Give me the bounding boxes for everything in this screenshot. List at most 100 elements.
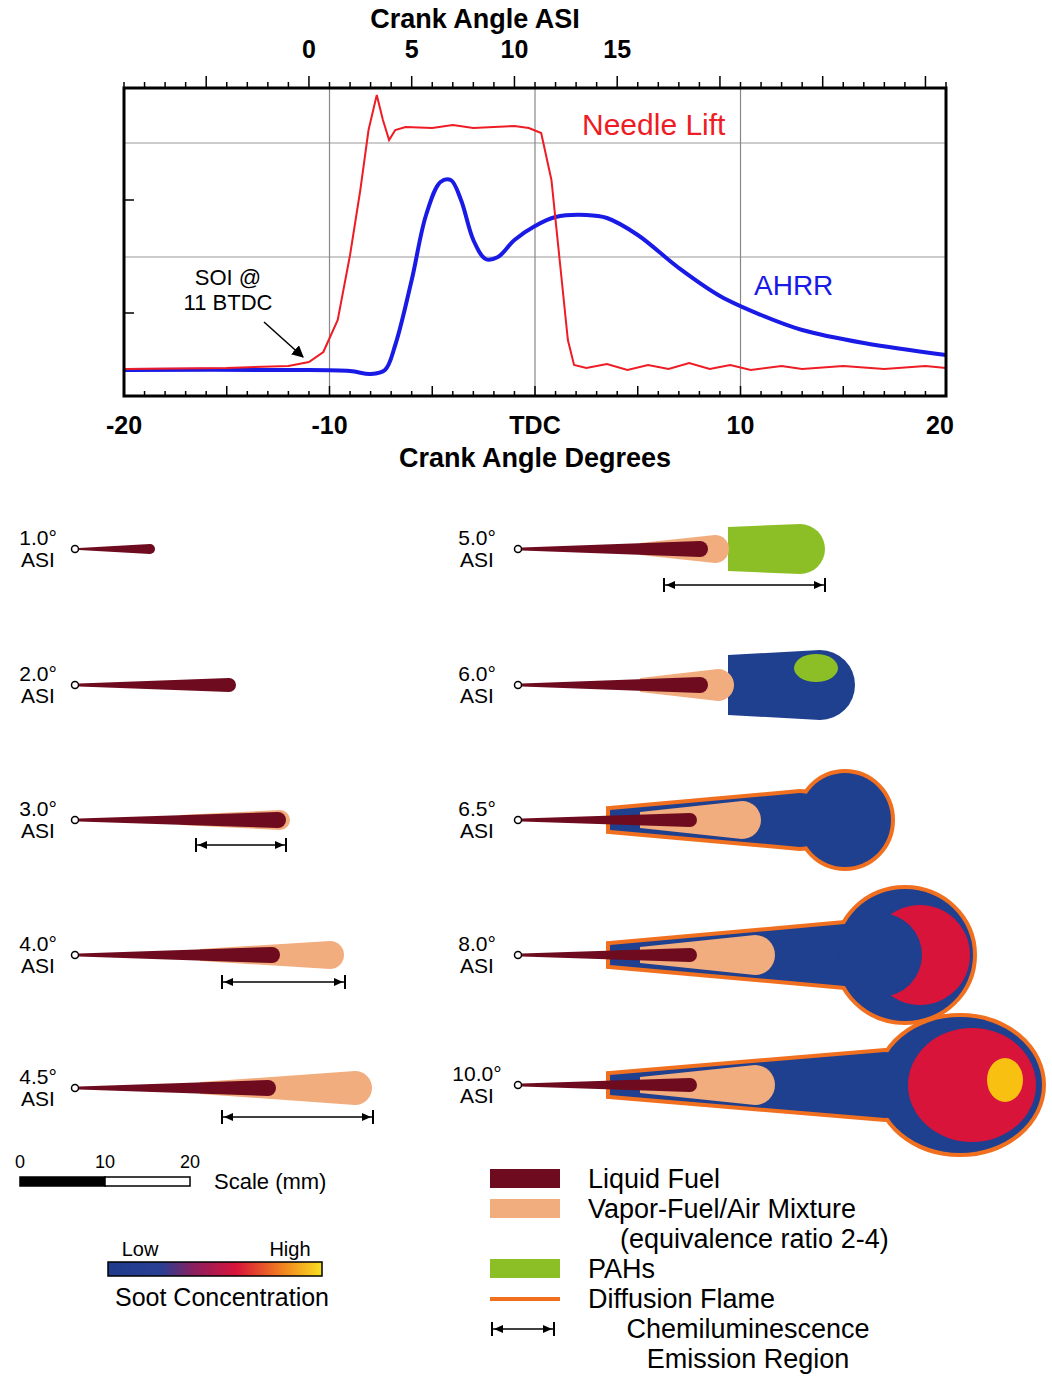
legend-text: Vapor-Fuel/Air Mixture (equivalence rati…: [588, 1194, 968, 1254]
spray-time-label: 8.0° ASI: [447, 933, 507, 977]
scale-label: 10: [95, 1153, 115, 1173]
scale-label: 0: [15, 1153, 25, 1173]
leader-line: [264, 322, 303, 357]
pah-region: [794, 654, 838, 682]
spray-time-label: 3.0° ASI: [8, 798, 68, 842]
liquid-fuel: [522, 813, 697, 827]
axis-tick: [308, 76, 310, 88]
soot-region: [728, 650, 855, 720]
soot-region: [878, 1017, 1042, 1153]
chart-frame: [124, 88, 946, 396]
colorbar-label: Low: [122, 1238, 159, 1260]
tick-label: -20: [106, 412, 142, 440]
soot-region: [837, 889, 973, 1021]
scale-label: 20: [180, 1153, 200, 1173]
injector-nozzle: [72, 817, 79, 824]
axis-title: Crank Angle Degrees: [399, 444, 671, 474]
soot-colorbar: [108, 1262, 322, 1276]
chart: [124, 76, 946, 396]
soot-high: [908, 1028, 1036, 1142]
legend-row: Liquid Fuel: [490, 1164, 720, 1194]
injector-nozzle: [515, 817, 522, 824]
colorbar-title: Soot Concentration: [115, 1284, 329, 1312]
legend-text: PAHs: [588, 1254, 655, 1284]
chemiluminescence-bracket: [196, 838, 286, 852]
colorbar-label: High: [269, 1238, 310, 1260]
spray-time-label: 2.0° ASI: [8, 663, 68, 707]
injector-nozzle: [515, 952, 522, 959]
spray-time-label: 4.0° ASI: [8, 933, 68, 977]
ahrr-curve: [124, 179, 946, 374]
curve-label: AHRR: [752, 271, 835, 302]
legend-text: Chemiluminescence Emission Region: [588, 1314, 908, 1374]
axis-tick: [616, 76, 618, 88]
callout-label: SOI @ 11 BTDC: [179, 265, 277, 316]
tick-label: 10: [501, 36, 529, 64]
tick-label: TDC: [509, 412, 560, 440]
diffusion-flame: [878, 1017, 1042, 1153]
tick-label: 20: [926, 412, 954, 440]
legend-text: Diffusion Flame: [588, 1284, 775, 1314]
liquid-fuel: [522, 948, 697, 962]
diffusion-flame: [799, 773, 891, 867]
chemiluminescence-bracket: [222, 975, 345, 989]
chemiluminescence-bracket: [664, 578, 825, 592]
grid-line: [534, 88, 535, 396]
liquid-fuel: [79, 1080, 276, 1096]
axis-tick: [514, 76, 516, 88]
scale-label: Scale (mm): [214, 1170, 326, 1194]
legend-swatch: [490, 1259, 560, 1278]
scale-bar: [20, 1177, 105, 1186]
liquid-fuel: [79, 947, 280, 963]
liquid-fuel: [79, 678, 236, 692]
spray-time-label: 6.0° ASI: [447, 663, 507, 707]
grid-line: [329, 88, 330, 396]
spray-time-label: 1.0° ASI: [8, 527, 68, 571]
needle-lift-curve: [124, 95, 946, 370]
axis-tick: [719, 76, 721, 88]
tick-label: 5: [405, 36, 419, 64]
injector-nozzle: [72, 546, 79, 553]
legend-sample: [490, 1289, 560, 1309]
liquid-fuel: [522, 1078, 697, 1092]
liquid-fuel: [79, 812, 286, 828]
chemiluminescence-bracket: [222, 1110, 373, 1124]
liquid-fuel: [522, 677, 708, 693]
liquid-fuel: [79, 544, 155, 554]
axis-tick: [411, 76, 413, 88]
legend-row: Chemiluminescence Emission Region: [490, 1314, 908, 1374]
legend-swatch: [490, 1199, 560, 1218]
tick-label: 0: [302, 36, 316, 64]
axis-tick: [822, 76, 824, 88]
axis-title: Crank Angle ASI: [370, 5, 580, 35]
scale-bar: [105, 1177, 190, 1186]
legend-row: PAHs: [490, 1254, 655, 1284]
grid-line: [740, 88, 741, 396]
bracket-sample: [490, 1319, 560, 1339]
legend-row: Diffusion Flame: [490, 1284, 775, 1314]
injector-nozzle: [515, 1082, 522, 1089]
pah-region: [728, 524, 825, 574]
spray-time-label: 4.5° ASI: [8, 1066, 68, 1110]
injector-nozzle: [72, 682, 79, 689]
tick-label: 10: [727, 412, 755, 440]
injector-nozzle: [72, 952, 79, 959]
curve-label: Needle Lift: [580, 108, 727, 141]
injector-nozzle: [515, 682, 522, 689]
soot-region: [799, 773, 891, 867]
tick-label: -10: [311, 412, 347, 440]
spray-time-label: 10.0° ASI: [447, 1063, 507, 1107]
spray-illustrations: [20, 524, 1042, 1276]
liquid-fuel: [522, 541, 708, 557]
axis-tick: [205, 76, 207, 88]
diffusion-flame: [837, 889, 973, 1021]
soot-peak: [987, 1058, 1023, 1102]
tick-label: 15: [603, 36, 631, 64]
soot-region: [838, 913, 922, 997]
legend-sample: [490, 1319, 560, 1339]
injector-nozzle: [515, 546, 522, 553]
legend-row: Vapor-Fuel/Air Mixture (equivalence rati…: [490, 1194, 968, 1254]
spray-time-label: 6.5° ASI: [447, 798, 507, 842]
spray-time-label: 5.0° ASI: [447, 527, 507, 571]
